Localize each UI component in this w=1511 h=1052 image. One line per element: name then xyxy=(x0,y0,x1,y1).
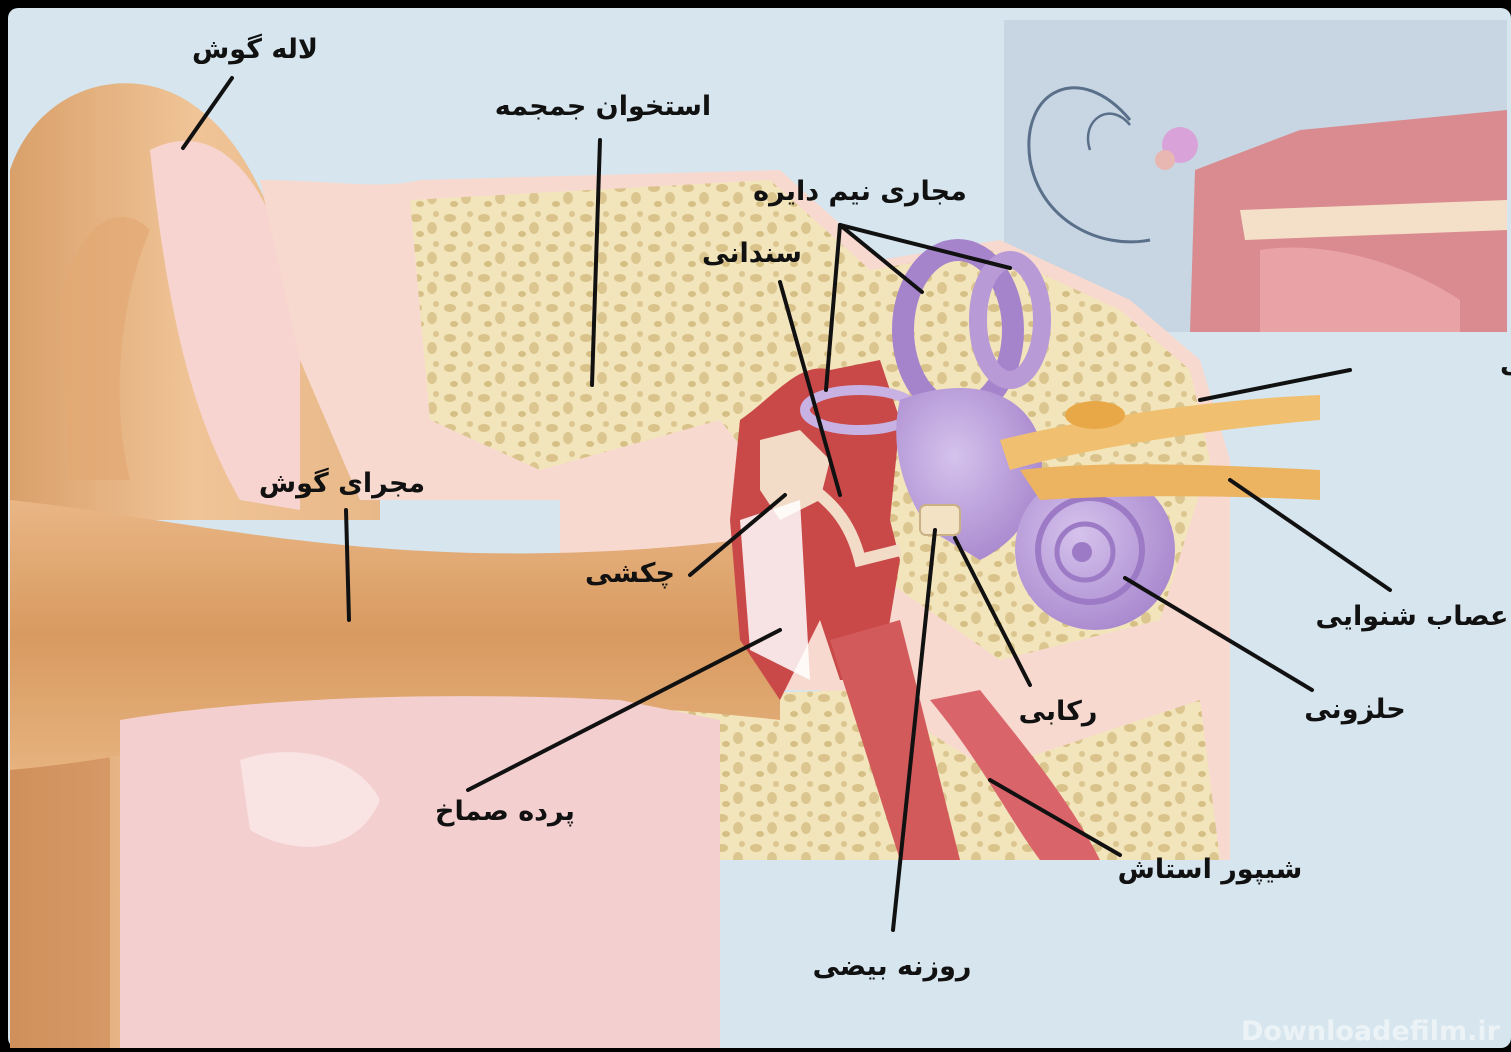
watermark: Downloadefilm.ir xyxy=(1241,1016,1501,1047)
label-pinna: لاله گوش xyxy=(192,33,318,65)
label-auditory-nerve: عصاب شنوایی xyxy=(1316,601,1509,632)
label-oval-window: روزنه بیضی xyxy=(813,951,972,982)
label-eardrum: پرده صماخ xyxy=(435,796,575,827)
label-stapes: رکابی xyxy=(1019,696,1098,727)
label-cochlea: حلزونی xyxy=(1304,694,1406,725)
label-skull-bone: استخوان جمجمه xyxy=(495,91,711,122)
label-ear-canal: مجرای گوش xyxy=(259,467,425,499)
label-semicircular-canals: مجاری نیم دایره xyxy=(753,176,967,207)
label-vestibular-nerve: عصاب تعادلی xyxy=(1500,348,1511,379)
label-malleus: چکشی xyxy=(585,558,675,589)
label-eustachian-tube: شیپور استاش xyxy=(1118,854,1303,885)
label-incus: سندانی xyxy=(702,238,802,269)
